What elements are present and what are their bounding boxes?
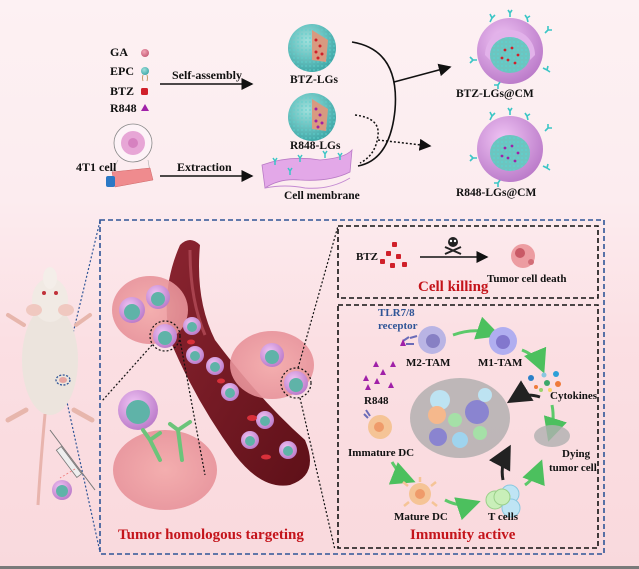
merge-arrow-dotted xyxy=(354,114,379,164)
targeting-particle xyxy=(118,390,192,462)
cytokines-icon xyxy=(528,371,561,392)
immature-to-mature-arrow xyxy=(388,461,416,485)
legend-label-btz: BTZ xyxy=(110,84,135,98)
tumor-mass-center xyxy=(410,378,510,458)
cell-membrane-sheet xyxy=(261,148,353,189)
m1-tam-cell xyxy=(489,327,517,355)
tumor-site-marker xyxy=(55,374,71,386)
tcells-to-tumor-arrow xyxy=(488,444,511,481)
merge-arrow-solid xyxy=(351,41,397,167)
mature-to-tcells-arrow xyxy=(444,497,481,521)
injected-particle-icon xyxy=(52,480,72,500)
tcells-to-dying-arrow xyxy=(522,459,545,487)
targeting-title: Tumor homologous targeting xyxy=(118,527,304,543)
cytokines-label: Cytokines xyxy=(550,390,598,402)
btz-cube-icon xyxy=(141,88,148,95)
killing-title: Cell killing xyxy=(418,279,489,295)
r848-lgs-particle xyxy=(288,93,336,141)
cell-source-label: 4T1 cell xyxy=(76,160,117,174)
btz-lgs-cm-label: BTZ-LGs@CM xyxy=(456,88,534,100)
receptor-label-line1: TLR7/8 xyxy=(378,307,415,319)
legend-label-epc: EPC xyxy=(110,64,134,78)
dying-label-line1: Dying xyxy=(562,448,591,460)
immature-dc-label: Immature DC xyxy=(348,447,415,459)
cell-membrane-label: Cell membrane xyxy=(284,190,360,202)
mechanism-frame xyxy=(99,219,605,555)
m2-tam-label: M2-TAM xyxy=(406,357,451,369)
dying-label-line2: tumor cell xyxy=(549,462,597,474)
to-r848-lgs-cm-arrow xyxy=(377,138,432,151)
mature-dc-label: Mature DC xyxy=(394,511,448,523)
mature-dc-cell xyxy=(402,477,438,507)
legend-label-ga: GA xyxy=(110,45,128,59)
r848-molecules xyxy=(363,361,396,390)
skull-crossbones-icon xyxy=(444,237,462,255)
mouse-illustration xyxy=(5,267,95,506)
immunity-title: Immunity active xyxy=(410,527,516,543)
r848-label: R848 xyxy=(364,395,389,407)
bottom-border xyxy=(0,566,639,569)
r848-lgs-cm-particle xyxy=(469,107,552,187)
cell-killing-box xyxy=(337,225,599,299)
epc-lipid-icon xyxy=(141,67,149,82)
cytokines-to-tumor-arrow xyxy=(506,380,541,404)
ga-sphere-icon xyxy=(141,49,149,57)
blood-vessel xyxy=(166,240,310,486)
btz-lgs-label: BTZ-LGs xyxy=(290,74,338,86)
legend-label-r848: R848 xyxy=(110,101,137,115)
immature-dc-cell xyxy=(363,409,392,439)
dying-tumor-cell-icon xyxy=(534,425,570,447)
syringe-icon xyxy=(49,429,96,491)
killing-result-label: Tumor cell death xyxy=(487,273,567,285)
to-btz-lgs-cm-arrow xyxy=(393,63,452,83)
t-cells-label: T cells xyxy=(488,511,519,523)
cell-flask-icon xyxy=(106,123,154,188)
t-cells-cluster xyxy=(485,484,521,518)
dead-tumor-cell-icon xyxy=(511,244,535,268)
extraction-label: Extraction xyxy=(177,160,232,174)
receptor-label-line2: receptor xyxy=(378,320,418,332)
m1-tam-label: M1-TAM xyxy=(478,357,523,369)
killing-drug-label: BTZ xyxy=(356,251,379,263)
m2-to-m1-arrow xyxy=(452,316,501,340)
circulating-particles xyxy=(119,285,308,460)
tumor-cluster-lower xyxy=(113,430,217,510)
r848-triangle-icon xyxy=(141,104,149,111)
self-assembly-label: Self-assembly xyxy=(172,68,242,82)
m2-tam-cell xyxy=(400,326,446,354)
btz-lgs-cm-particle xyxy=(469,9,552,89)
r848-lgs-cm-label: R848-LGs@CM xyxy=(456,187,537,199)
btz-lgs-particle xyxy=(288,24,336,72)
r848-lgs-label: R848-LGs xyxy=(290,140,341,152)
btz-molecules xyxy=(380,242,407,268)
immunity-box xyxy=(337,304,599,549)
m1-to-cytokines-arrow xyxy=(521,346,547,374)
